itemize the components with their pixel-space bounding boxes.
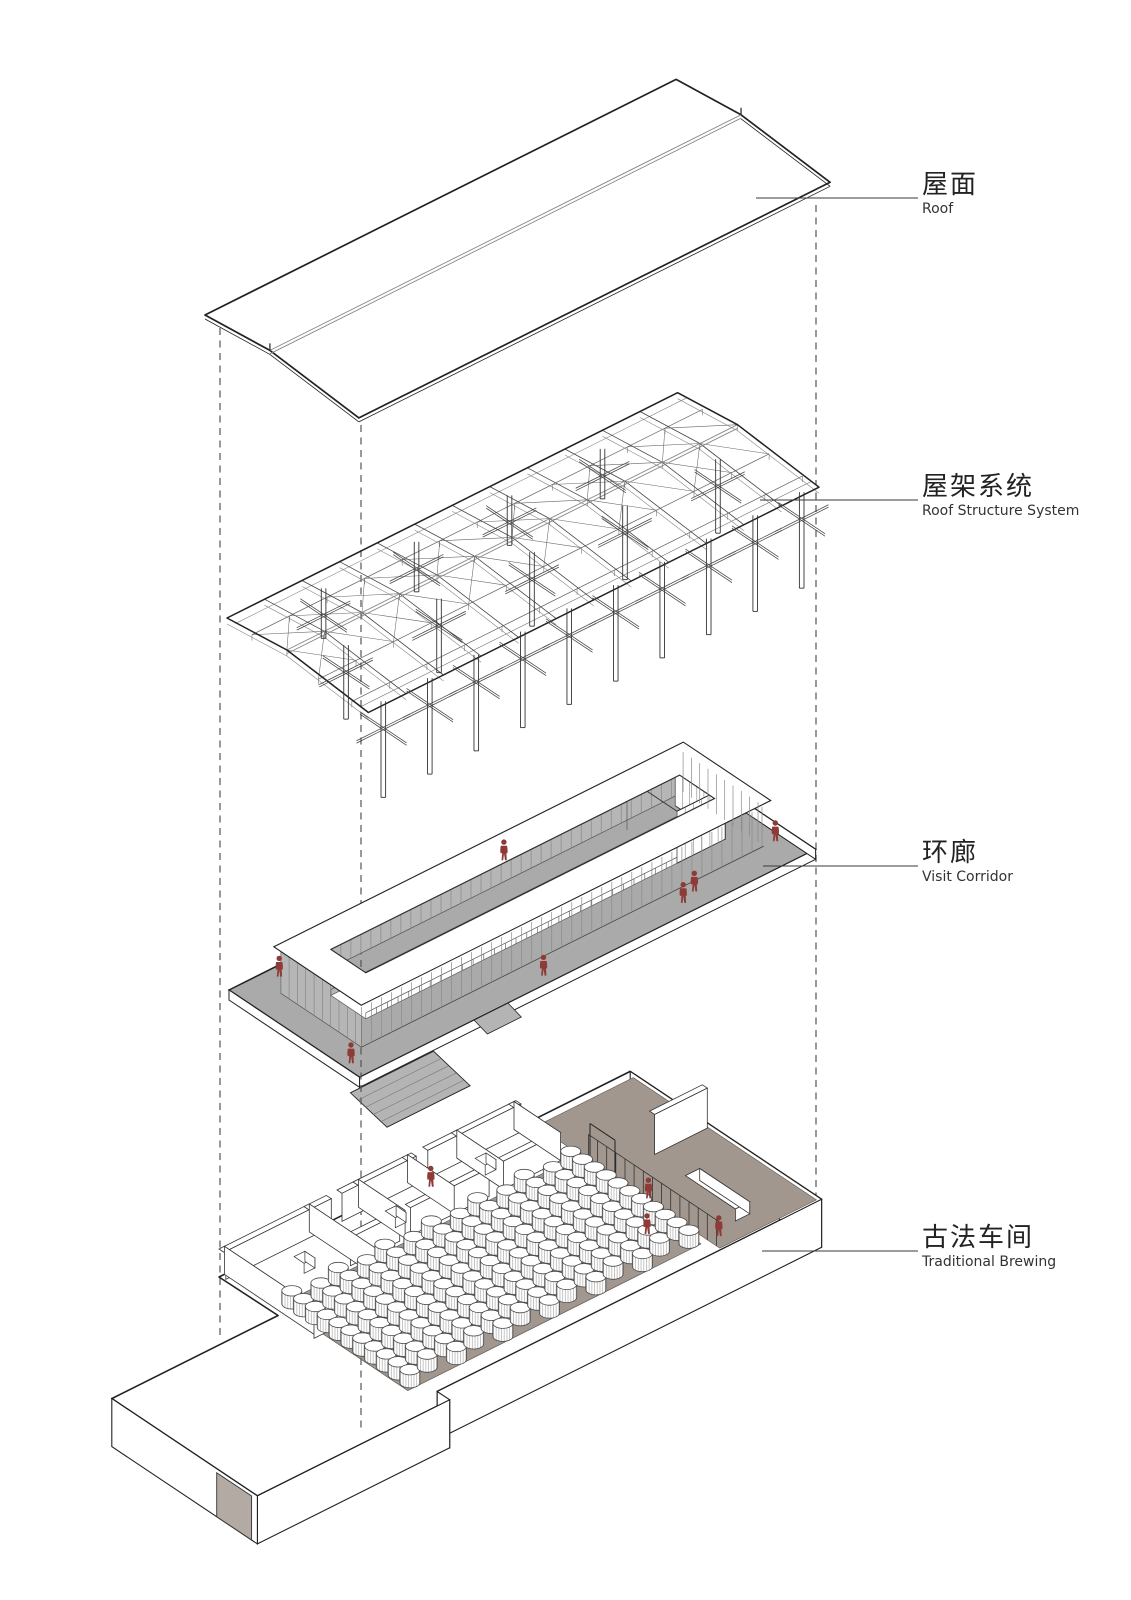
layer-roof xyxy=(204,78,831,423)
layer-label-traditional-brewing: 古法车间 Traditional Brewing xyxy=(922,1225,1056,1270)
layer-label-roof-structure: 屋架系统 Roof Structure System xyxy=(922,474,1079,519)
layer-label-traditional-brewing-zh: 古法车间 xyxy=(922,1223,1035,1253)
layer-roof-structure-system xyxy=(226,391,829,935)
layer-traditional-brewing xyxy=(111,1070,823,1545)
layer-label-roof-structure-en: Roof Structure System xyxy=(922,503,1080,519)
layer-label-visit-corridor: 环廊 Visit Corridor xyxy=(922,840,1013,885)
layer-label-traditional-brewing-en: Traditional Brewing xyxy=(922,1254,1057,1270)
layer-label-visit-corridor-zh: 环廊 xyxy=(922,838,979,868)
layer-label-visit-corridor-en: Visit Corridor xyxy=(922,869,1013,885)
layer-label-roof: 屋面 Roof xyxy=(922,172,978,217)
projection-dashed-lines xyxy=(219,205,817,1336)
layer-label-roof-en: Roof xyxy=(922,201,954,217)
layer-label-roof-zh: 屋面 xyxy=(922,170,979,200)
layer-visit-corridor xyxy=(227,741,818,1128)
label-leader-lines xyxy=(756,197,918,1252)
layer-label-roof-structure-zh: 屋架系统 xyxy=(922,472,1035,502)
